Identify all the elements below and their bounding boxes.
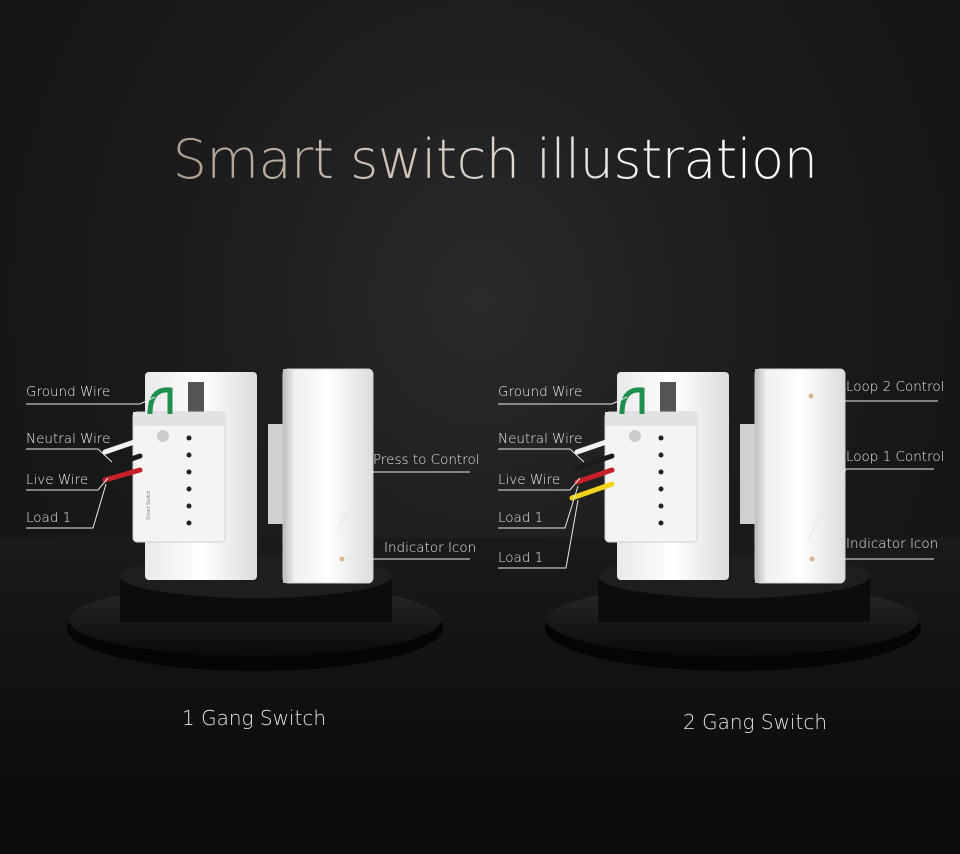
- label-loop-2-control: Loop 2 Control: [846, 379, 945, 395]
- indicator-icon: [339, 556, 345, 562]
- label-load-1-second: Load 1: [498, 550, 544, 566]
- switch-panel: [282, 368, 374, 584]
- label-press-to-control: Press to Control: [373, 452, 480, 468]
- label-load-1: Load 1: [498, 510, 544, 526]
- label-live-wire: Live Wire: [498, 472, 561, 488]
- label-load-1: Load 1: [26, 510, 72, 526]
- label-loop-1-control: Loop 1 Control: [846, 449, 945, 465]
- indicator-icon-top: [808, 393, 814, 399]
- indicator-icon-bottom: [809, 556, 815, 562]
- relay-module: [132, 411, 226, 543]
- svg-text:Smart Switch: Smart Switch: [146, 490, 152, 520]
- one-gang-group: Smart Switch: [26, 368, 470, 671]
- two-gang-group: [498, 368, 938, 671]
- label-neutral-wire: Neutral Wire: [498, 431, 583, 447]
- relay-module: [604, 411, 698, 543]
- label-indicator-icon: Indicator Icon: [384, 540, 477, 556]
- caption-1-gang: 1 Gang Switch: [182, 706, 326, 730]
- label-live-wire: Live Wire: [26, 472, 89, 488]
- label-ground-wire: Ground Wire: [498, 384, 583, 400]
- caption-2-gang: 2 Gang Switch: [683, 710, 827, 734]
- label-neutral-wire: Neutral Wire: [26, 431, 111, 447]
- label-indicator-icon: Indicator Icon: [846, 536, 939, 552]
- page-title: Smart switch illustration: [0, 128, 960, 191]
- label-ground-wire: Ground Wire: [26, 384, 111, 400]
